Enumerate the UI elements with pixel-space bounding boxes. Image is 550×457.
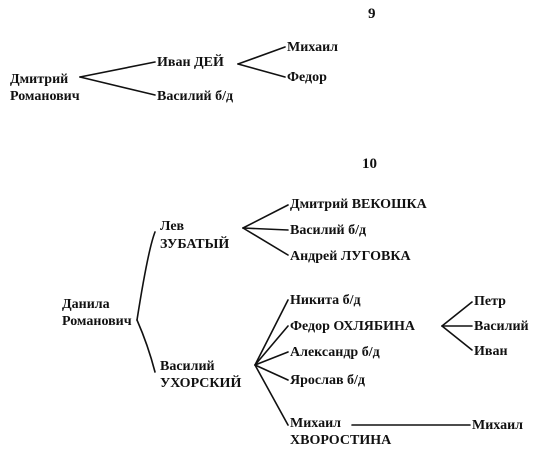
grandchild-label: Александр б/д xyxy=(290,345,380,360)
connector-line xyxy=(242,227,289,231)
connector-line xyxy=(136,231,156,321)
great-grandchild-label: Иван xyxy=(474,344,508,359)
connector-line xyxy=(136,319,156,373)
connector-line xyxy=(237,63,286,78)
root-name: Дмитрий xyxy=(10,72,69,87)
child-label: Иван ДЕЙ xyxy=(157,55,224,70)
grandchild-label: Михаил xyxy=(287,40,339,55)
grandchild-label: Федор ОХЛЯБИНА xyxy=(290,319,416,334)
child-name: Василий xyxy=(160,359,215,374)
grandchild-label: Дмитрий ВЕКОШКА xyxy=(290,197,427,212)
grandchild-label: Никита б/д xyxy=(290,293,361,308)
great-grandchild-label: Василий xyxy=(474,319,529,334)
connector-line xyxy=(79,61,156,78)
grandchild-label: Ярослав б/д xyxy=(290,373,365,388)
grandchild-label: Федор xyxy=(287,70,327,85)
grandchild-label: Андрей ЛУГОВКА xyxy=(290,249,411,264)
page-number-9: 9 xyxy=(368,6,376,22)
connector-line xyxy=(237,46,286,65)
connector-line xyxy=(254,364,289,426)
child-label: Василий б/д xyxy=(157,89,234,104)
grandchild-label: Василий б/д xyxy=(290,223,367,238)
connector-line xyxy=(254,299,289,366)
connector-line xyxy=(254,364,289,381)
child-nickname: УХОРСКИЙ xyxy=(160,376,242,391)
connector-line xyxy=(242,227,289,256)
connector-line xyxy=(254,325,289,366)
grandchild-name: Михаил xyxy=(290,416,342,431)
connector-line xyxy=(254,351,289,366)
root-patronymic: Романович xyxy=(10,89,80,104)
grandchild-nickname: ХВОРОСТИНА xyxy=(290,433,392,448)
connector-line xyxy=(79,76,156,96)
great-grandchild-label: Михаил xyxy=(472,418,524,433)
connector-line xyxy=(441,325,473,351)
child-name: Лев xyxy=(160,219,185,234)
page-number-10: 10 xyxy=(362,156,377,172)
connector-line xyxy=(242,204,289,229)
connector-line xyxy=(441,301,473,327)
root-patronymic: Романович xyxy=(62,314,132,329)
great-grandchild-label: Петр xyxy=(474,294,506,309)
root-name: Данила xyxy=(62,297,110,312)
child-nickname: ЗУБАТЫЙ xyxy=(160,237,230,252)
